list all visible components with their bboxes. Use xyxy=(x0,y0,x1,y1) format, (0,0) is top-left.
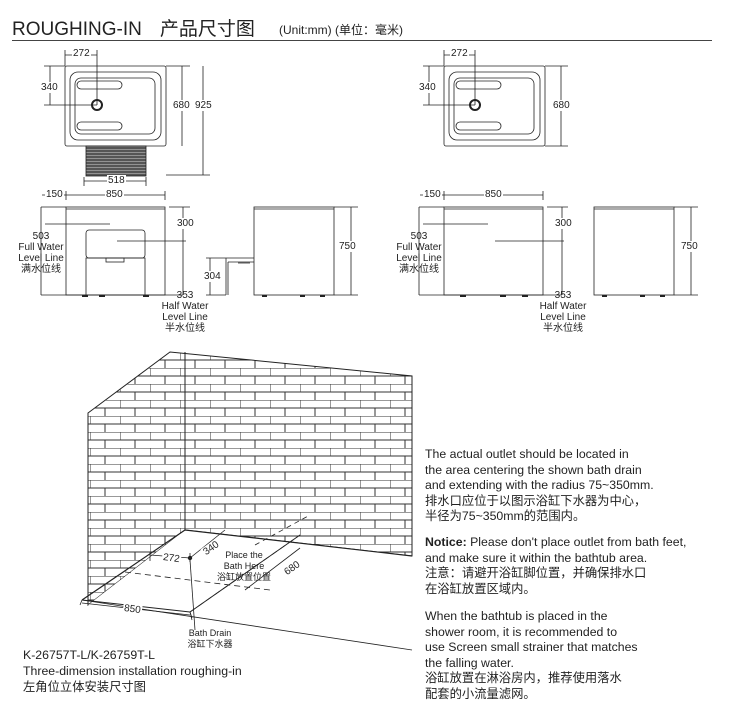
note-line: and extending with the radius 75~350mm. xyxy=(425,478,654,492)
level-line-text: Level Line xyxy=(18,253,64,264)
half-water-level-label: 353 Half Water Level Line 半水位线 xyxy=(536,290,590,334)
dim-340: 340 xyxy=(418,82,437,93)
dim-300: 300 xyxy=(176,218,195,229)
dim-680: 680 xyxy=(552,100,571,111)
dim-518: 518 xyxy=(107,175,126,186)
note-notice: Notice: Please don't place outlet from b… xyxy=(425,535,686,597)
dim-750: 750 xyxy=(338,241,357,252)
caption: K-26757T-L/K-26759T-L Three-dimension in… xyxy=(23,647,242,695)
dim-304: 304 xyxy=(203,271,222,282)
iso-wall-drawing xyxy=(79,351,413,651)
note-outlet-location: The actual outlet should be located in t… xyxy=(425,447,654,525)
dim-850: 850 xyxy=(105,189,124,200)
model-number: K-26757T-L/K-26759T-L xyxy=(23,648,155,662)
drain-text: Bath Drain xyxy=(188,628,232,638)
note-line: 在浴缸放置区域内。 xyxy=(425,581,536,596)
note-line: use Screen small strainer that matches xyxy=(425,640,638,654)
left-top-view xyxy=(44,50,210,186)
full-water-cn: 满水位线 xyxy=(21,264,61,275)
title-en: ROUGHING-IN xyxy=(12,19,142,40)
dim-150: 150 xyxy=(45,189,64,200)
half-water-cn: 半水位线 xyxy=(543,323,583,334)
dim-925: 925 xyxy=(194,100,213,111)
level-line-text: Level Line xyxy=(396,253,442,264)
dim-353: 353 xyxy=(176,290,194,301)
dim-353: 353 xyxy=(554,290,572,301)
level-line-text: Level Line xyxy=(162,312,208,323)
place-text-2: Bath Here xyxy=(223,561,265,571)
dim-272: 272 xyxy=(450,48,469,59)
notice-label: Notice: xyxy=(425,535,467,549)
full-water-cn: 满水位线 xyxy=(399,264,439,275)
dim-680: 680 xyxy=(172,100,191,111)
caption-desc-cn: 左角位立体安装尺寸图 xyxy=(23,680,146,694)
note-shower-room: When the bathtub is placed in the shower… xyxy=(425,609,638,702)
header-divider xyxy=(12,40,712,41)
dim-850: 850 xyxy=(484,189,503,200)
bath-drain-label: Bath Drain 浴缸下水器 xyxy=(182,628,238,650)
half-water-text: Half Water xyxy=(539,301,587,312)
note-line: the area centering the shown bath drain xyxy=(425,462,642,477)
note-line: the falling water. xyxy=(425,655,514,670)
drain-text-cn: 浴缸下水器 xyxy=(187,639,233,649)
place-text-1: Place the xyxy=(225,550,263,560)
caption-desc: Three-dimension installation roughing-in xyxy=(23,664,242,678)
note-line: 注意：请避开浴缸脚位置，并确保排水口 xyxy=(425,566,647,580)
note-line: and make sure it within the bathtub area… xyxy=(425,550,648,565)
full-water-text: Full Water xyxy=(18,242,64,253)
dim-503: 503 xyxy=(32,231,50,242)
full-water-level-label: 503 Full Water Level Line 满水位线 xyxy=(14,231,68,275)
note-line: shower room, it is recommended to xyxy=(425,624,618,639)
dim-272: 272 xyxy=(72,48,91,59)
title-cn: 产品尺寸图 xyxy=(159,19,255,40)
half-water-level-label: 353 Half Water Level Line 半水位线 xyxy=(158,290,212,334)
dim-150: 150 xyxy=(423,189,442,200)
full-water-text: Full Water xyxy=(396,242,442,253)
note-line: 配套的小流量滤网。 xyxy=(425,686,536,701)
note-line: The actual outlet should be located in xyxy=(425,447,629,461)
note-line: Notice: Please don't place outlet from b… xyxy=(425,535,686,551)
note-line: 浴缸放置在淋浴房内，推荐使用落水 xyxy=(425,671,622,685)
note-line: 半径为75~350mm的范围内。 xyxy=(425,509,586,523)
place-bath-label: Place the Bath Here 浴缸放置位置 xyxy=(214,550,274,583)
place-text-cn: 浴缸放置位置 xyxy=(216,572,271,582)
full-water-level-label: 503 Full Water Level Line 满水位线 xyxy=(392,231,446,275)
left-side-view xyxy=(206,206,358,297)
dim-750: 750 xyxy=(680,241,699,252)
note-text: Please don't place outlet from bath feet… xyxy=(466,535,687,549)
note-line: When the bathtub is placed in the xyxy=(425,609,608,623)
dim-340: 340 xyxy=(40,82,59,93)
dim-300: 300 xyxy=(554,218,573,229)
level-line-text: Level Line xyxy=(540,312,586,323)
right-top-view xyxy=(423,50,568,147)
dim-503: 503 xyxy=(410,231,428,242)
half-water-cn: 半水位线 xyxy=(165,323,205,334)
half-water-text: Half Water xyxy=(161,301,209,312)
unit-label: (Unit:mm) (单位：毫米) xyxy=(279,23,403,37)
page-title: ROUGHING-IN 产品尺寸图 xyxy=(12,14,255,41)
note-line: 排水口应位于以图示浴缸下水器为中心， xyxy=(425,493,647,508)
right-front-view xyxy=(418,191,568,297)
